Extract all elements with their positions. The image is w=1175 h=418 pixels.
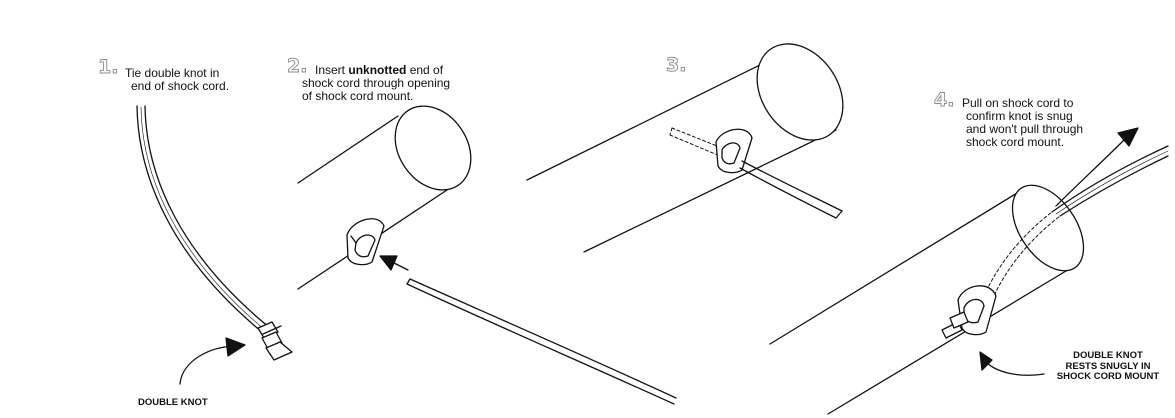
- panel-3-tube: [526, 43, 844, 253]
- step-2-line-1-bold: unknotted: [348, 63, 407, 77]
- step-4-line-3: and won't pull through: [966, 122, 1084, 136]
- panel-4-double-knot: [941, 311, 969, 339]
- rests-snugly-line-3: SHOCK CORD MOUNT: [1056, 371, 1160, 382]
- panel-3-shock-cord-mount: [715, 128, 753, 174]
- panel-1-double-knot: [257, 321, 293, 361]
- rests-snugly-line-2: RESTS SNUGLY IN: [1065, 360, 1151, 372]
- step-2-line-1: Insert unknotted end of: [315, 64, 443, 77]
- panel-2-insert-arrow: [379, 255, 409, 271]
- panel-4-callout-arrow: [979, 351, 1045, 376]
- panel-2-tube: [297, 105, 472, 290]
- step-3-number: 3.: [666, 54, 687, 77]
- step-2-line-1-post: end of: [406, 63, 444, 77]
- step-4-line-4: shock cord mount.: [966, 135, 1065, 149]
- panel-4-shock-cord-mount: [957, 285, 997, 336]
- panel-4-pull-arrow: [1055, 127, 1139, 207]
- panel-1-arrow: [179, 337, 246, 385]
- panel-4-tube: [769, 184, 1085, 415]
- panel-1-cord: [136, 105, 271, 333]
- step-2-number: 2.: [287, 55, 308, 78]
- step-4-line-1: Pull on shock cord to: [962, 96, 1074, 110]
- step-2-line-3: of shock cord mount.: [302, 89, 414, 103]
- step-2-line-1-pre: Insert: [315, 63, 349, 77]
- panel-4-cord: [1051, 145, 1169, 217]
- step-4-line-2: confirm knot is snug: [966, 109, 1073, 123]
- step-1-number: 1.: [98, 56, 119, 79]
- rests-snugly-label: DOUBLE KNOT RESTS SNUGLY IN SHOCK CORD M…: [1046, 350, 1170, 383]
- step-1-line-1: Tie double knot in: [125, 66, 220, 80]
- panel-3-cord: [739, 160, 843, 219]
- step-4-number: 4.: [934, 89, 955, 112]
- panel-3-hidden-cord: [669, 127, 723, 157]
- rests-snugly-line-1: DOUBLE KNOT: [1073, 350, 1143, 361]
- panel-4-hidden-cord: [983, 211, 1061, 301]
- step-1-line-2: end of shock cord.: [131, 79, 230, 93]
- panel-2-cord: [406, 278, 677, 405]
- double-knot-label: DOUBLE KNOT: [138, 397, 208, 408]
- panel-2-shock-cord-mount: [346, 218, 385, 266]
- step-2-line-2: shock cord through opening: [302, 76, 451, 90]
